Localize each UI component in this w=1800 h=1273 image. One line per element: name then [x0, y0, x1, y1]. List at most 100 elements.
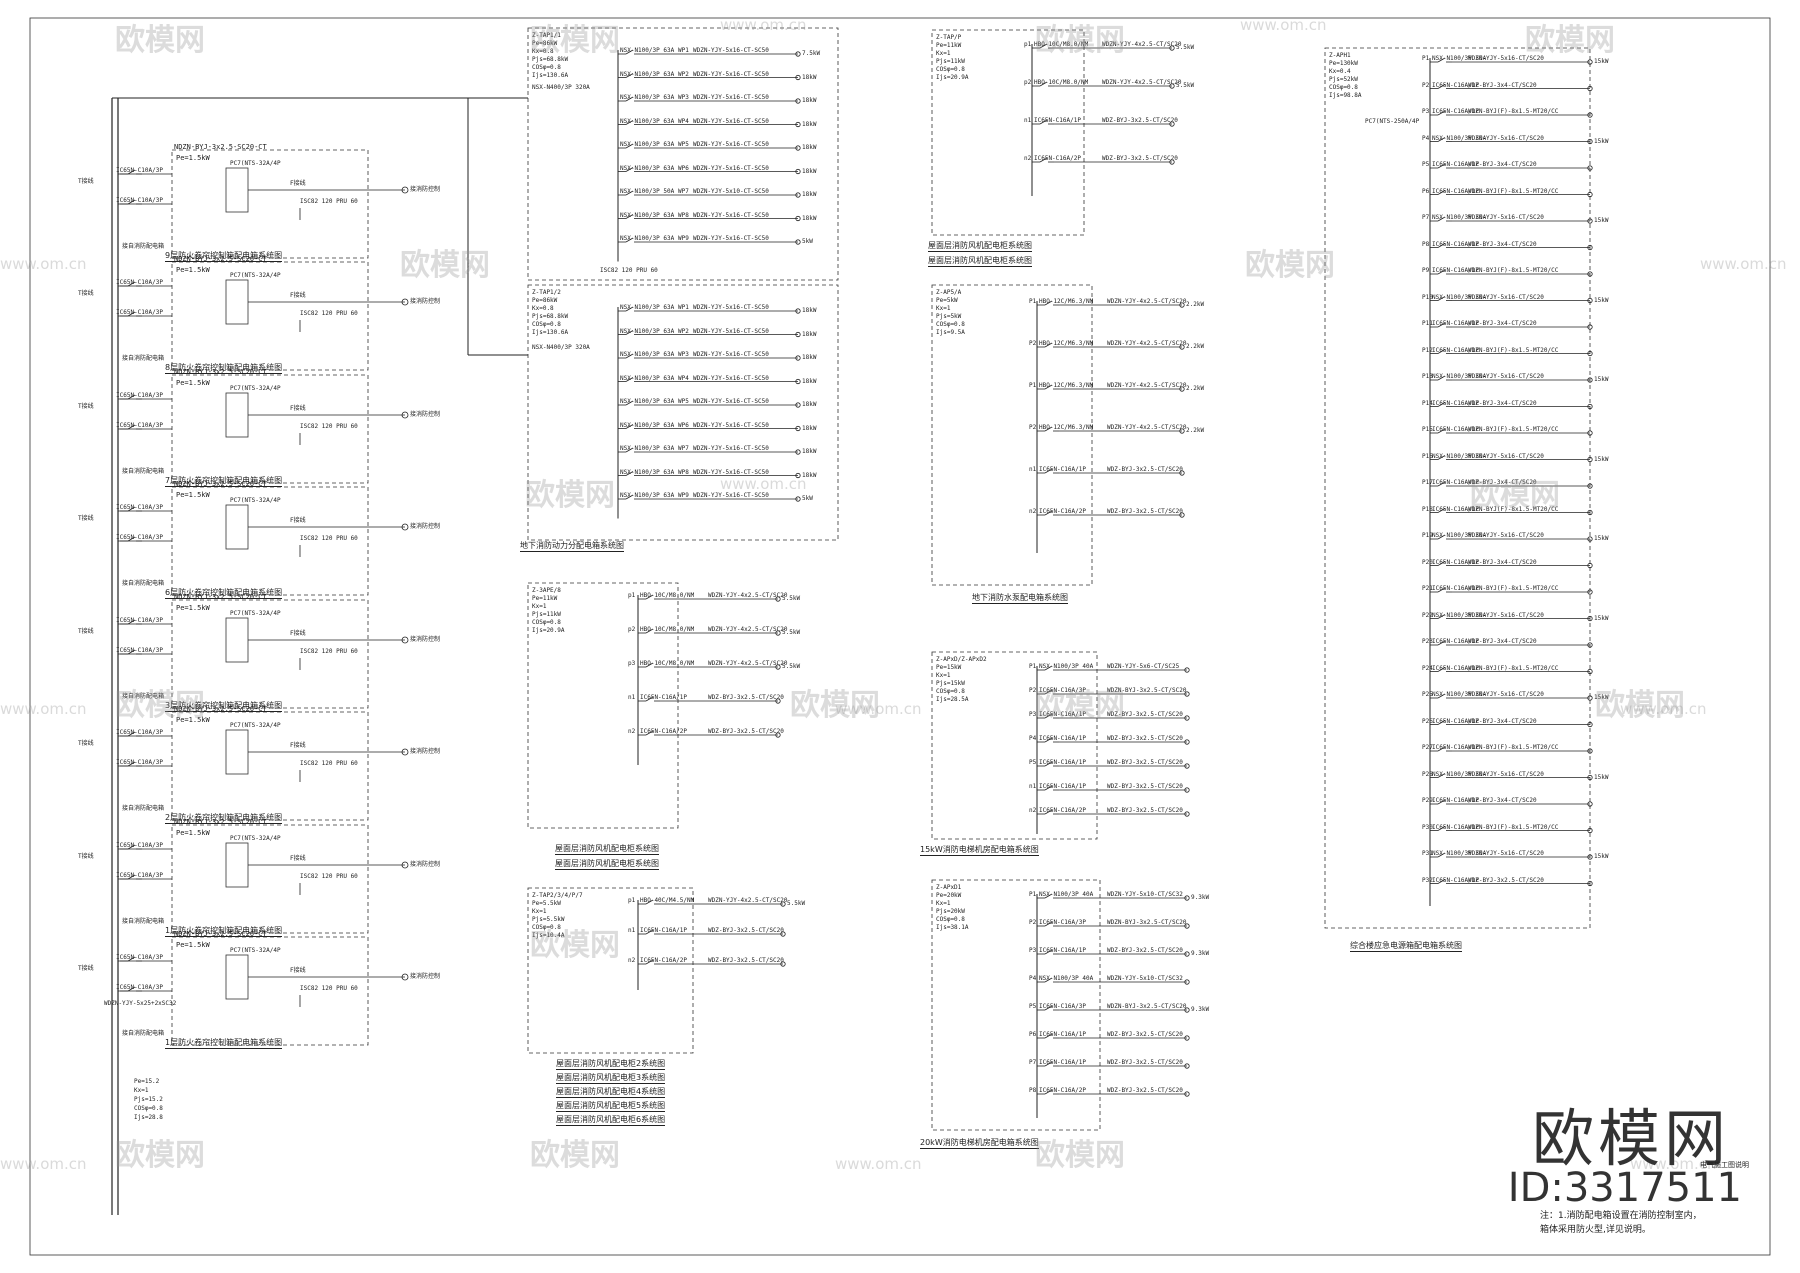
outgoing-note: F接线	[290, 180, 306, 187]
breaker-symbol	[625, 167, 634, 172]
breaker-symbol	[1437, 481, 1446, 487]
breaker-symbol	[1437, 534, 1446, 540]
mid-bot-panel-header: Pjs=5.5kW	[532, 916, 565, 923]
r5-panel-breaker: IC65N-C16A/1P	[1432, 240, 1479, 248]
r3-panel-header: Pjs=15kW	[936, 680, 965, 687]
mid-top-panel-load: 18kW	[802, 144, 817, 151]
load-symbol	[1179, 428, 1185, 434]
load-symbol	[1184, 667, 1190, 673]
load-symbol	[795, 98, 801, 104]
watermark: 欧模网	[525, 478, 615, 513]
breaker-symbol	[1039, 43, 1048, 49]
mid-second-panel-header: Z-TAP1/2	[532, 289, 561, 296]
breaker-symbol	[127, 761, 136, 767]
breaker-symbol	[1437, 216, 1446, 222]
mid-fan-panel-breaker: HBO-10C/M8.0/NM	[640, 626, 695, 633]
load-symbol	[795, 121, 801, 128]
mid-fan-panel-cable: WDZN-YJY-4x2.5-CT/SC20	[708, 660, 788, 667]
load-symbol	[795, 378, 801, 385]
mid-top-panel-breaker: NSX-N100/3P 63A	[620, 141, 675, 148]
mid-top-panel-breaker: NSX-N100/3P 63A	[620, 94, 675, 101]
watermark-url: www.om.cn	[720, 475, 807, 493]
mid-second-panel-breaker: NSX-N100/3P 63A	[620, 351, 675, 358]
load-symbol	[795, 355, 801, 361]
r5-panel-circuit: P12	[1422, 346, 1433, 354]
r5-panel-cable: WDZN-BYJ(F)-8x1.5-MT20/CC	[1468, 426, 1559, 433]
breaker-symbol	[1044, 426, 1053, 432]
mid-fan-panel-circuit: p1	[628, 592, 636, 599]
breaker-symbol	[1044, 1061, 1053, 1067]
r5-panel-cable: WDZN-YJY-5x16-CT/SC20	[1468, 611, 1544, 619]
brand-logo-text: 欧模网	[1531, 1102, 1730, 1175]
spd-label: ISC82 120 PRU 60	[300, 535, 358, 542]
mid-fan-panel-breaker: IC65N-C16A/2P	[640, 728, 687, 735]
mid-top-panel-load: 18kW	[802, 167, 817, 175]
mid-bot-panel-header: COSφ=0.8	[532, 924, 561, 931]
box-power: Pe=1.5kW	[176, 829, 210, 837]
breaker-symbol	[625, 120, 634, 125]
breaker-symbol	[1437, 720, 1446, 725]
load-symbol	[795, 239, 801, 245]
box-breaker-a: IC65N-C10A/3P	[116, 279, 163, 286]
breaker-symbol	[1437, 693, 1446, 699]
r5-panel-breaker: NSX-N100/3P 50A	[1432, 452, 1487, 460]
r5-panel-breaker: IC65N-C16A/1P	[1432, 81, 1479, 89]
r5-panel-circuit: P5	[1422, 161, 1430, 168]
r4-panel-breaker: NSX-N100/3P 40A	[1039, 975, 1094, 982]
box-breaker-b: IC65N-C10A/3P	[116, 872, 163, 879]
mid-second-panel-cable: WDZN-YJY-5x16-CT-SC50	[693, 468, 769, 476]
terminal-symbol	[401, 523, 409, 531]
breaker-symbol	[625, 400, 634, 406]
load-symbol	[1169, 121, 1175, 127]
r5-panel-cable: WDZN-BYJ(F)-8x1.5-MT20/CC	[1468, 744, 1559, 751]
mid-second-panel-cable: WDZN-YJY-5x16-CT-SC50	[693, 398, 769, 405]
outgoing-target: 接消防控制	[410, 298, 441, 305]
r5-panel-circuit: P10	[1422, 293, 1433, 301]
mid-second-panel-breaker: NSX-N100/3P 63A	[620, 304, 675, 311]
mid-fan-panel-cable: WDZ-BYJ-3x2.5-CT/SC20	[708, 694, 784, 701]
box-breaker-a: IC65N-C10A/3P	[116, 842, 163, 849]
watermark: 欧模网	[1595, 688, 1685, 723]
r4-panel-cable: WDZ-BYJ-3x2.5-CT/SC20	[1107, 1031, 1183, 1038]
breaker-symbol	[645, 594, 654, 600]
r1-panel-header: Kx=1	[936, 50, 951, 57]
box-cable-label: NDZN-BYJ-3x2.5-SC20-CT	[174, 255, 267, 263]
r4-panel-breaker: NSX-N100/3P 40A	[1039, 891, 1094, 898]
r5-panel-cable: WDZN-BYJ(F)-8x1.5-MT20/CC	[1468, 823, 1559, 831]
box-cable-label: NDZN-BYJ-3x2.5-SC20-CT	[174, 368, 267, 376]
r5-panel-breaker: NSX-N100/3P 50A	[1432, 770, 1487, 778]
breaker-symbol	[1437, 746, 1446, 752]
r5-panel-circuit: P8	[1422, 240, 1430, 248]
r5-panel-circuit: P28	[1422, 770, 1433, 778]
mid-second-panel-circuit: WP7	[678, 445, 689, 452]
r4-panel-breaker: IC65N-C16A/1P	[1039, 947, 1086, 954]
mid-bot-panel-header: Pe=5.5kW	[532, 900, 561, 907]
mid-top-panel-header: COSφ=0.8	[532, 64, 561, 71]
watermark: 欧模网	[530, 928, 620, 963]
breaker-symbol	[1044, 510, 1053, 516]
r5-panel-load: 15kW	[1594, 455, 1609, 463]
r3-panel-cable: WDZ-BYJ-3x2.5-CT/SC20	[1107, 783, 1183, 790]
r5-panel-cable: WDZN-BYJ(F)-8x1.5-MT20/CC	[1468, 505, 1559, 513]
r5-panel	[1324, 47, 1591, 929]
breaker-symbol	[1044, 689, 1053, 695]
mid-top-panel-circuit: WP9	[678, 235, 689, 242]
r5-panel-circuit: P2	[1422, 81, 1430, 89]
r5-panel-load: 15kW	[1594, 614, 1609, 622]
mid-second-panel-load: 18kW	[802, 424, 817, 432]
watermark: 欧模网	[1245, 248, 1335, 283]
riser-value: Ijs=28.8	[134, 1114, 163, 1121]
breaker-symbol	[625, 447, 634, 453]
load-symbol	[1587, 854, 1593, 860]
r5-panel-cable: WDZ-BYJ-3x4-CT/SC20	[1468, 399, 1537, 407]
breaker-symbol	[1044, 468, 1053, 474]
load-symbol	[1184, 787, 1190, 793]
mid-second-panel	[527, 284, 839, 541]
r5-panel-breaker: IC65N-C16A/1P	[1432, 664, 1479, 672]
mid-fan-panel-header: COSφ=0.8	[532, 619, 561, 626]
breaker-symbol	[625, 237, 634, 243]
r5-panel-cable: WDZN-YJY-5x16-CT/SC20	[1468, 214, 1544, 221]
r4-panel-header: Kx=1	[936, 900, 951, 907]
r5-panel-header: Ijs=98.8A	[1329, 92, 1362, 99]
